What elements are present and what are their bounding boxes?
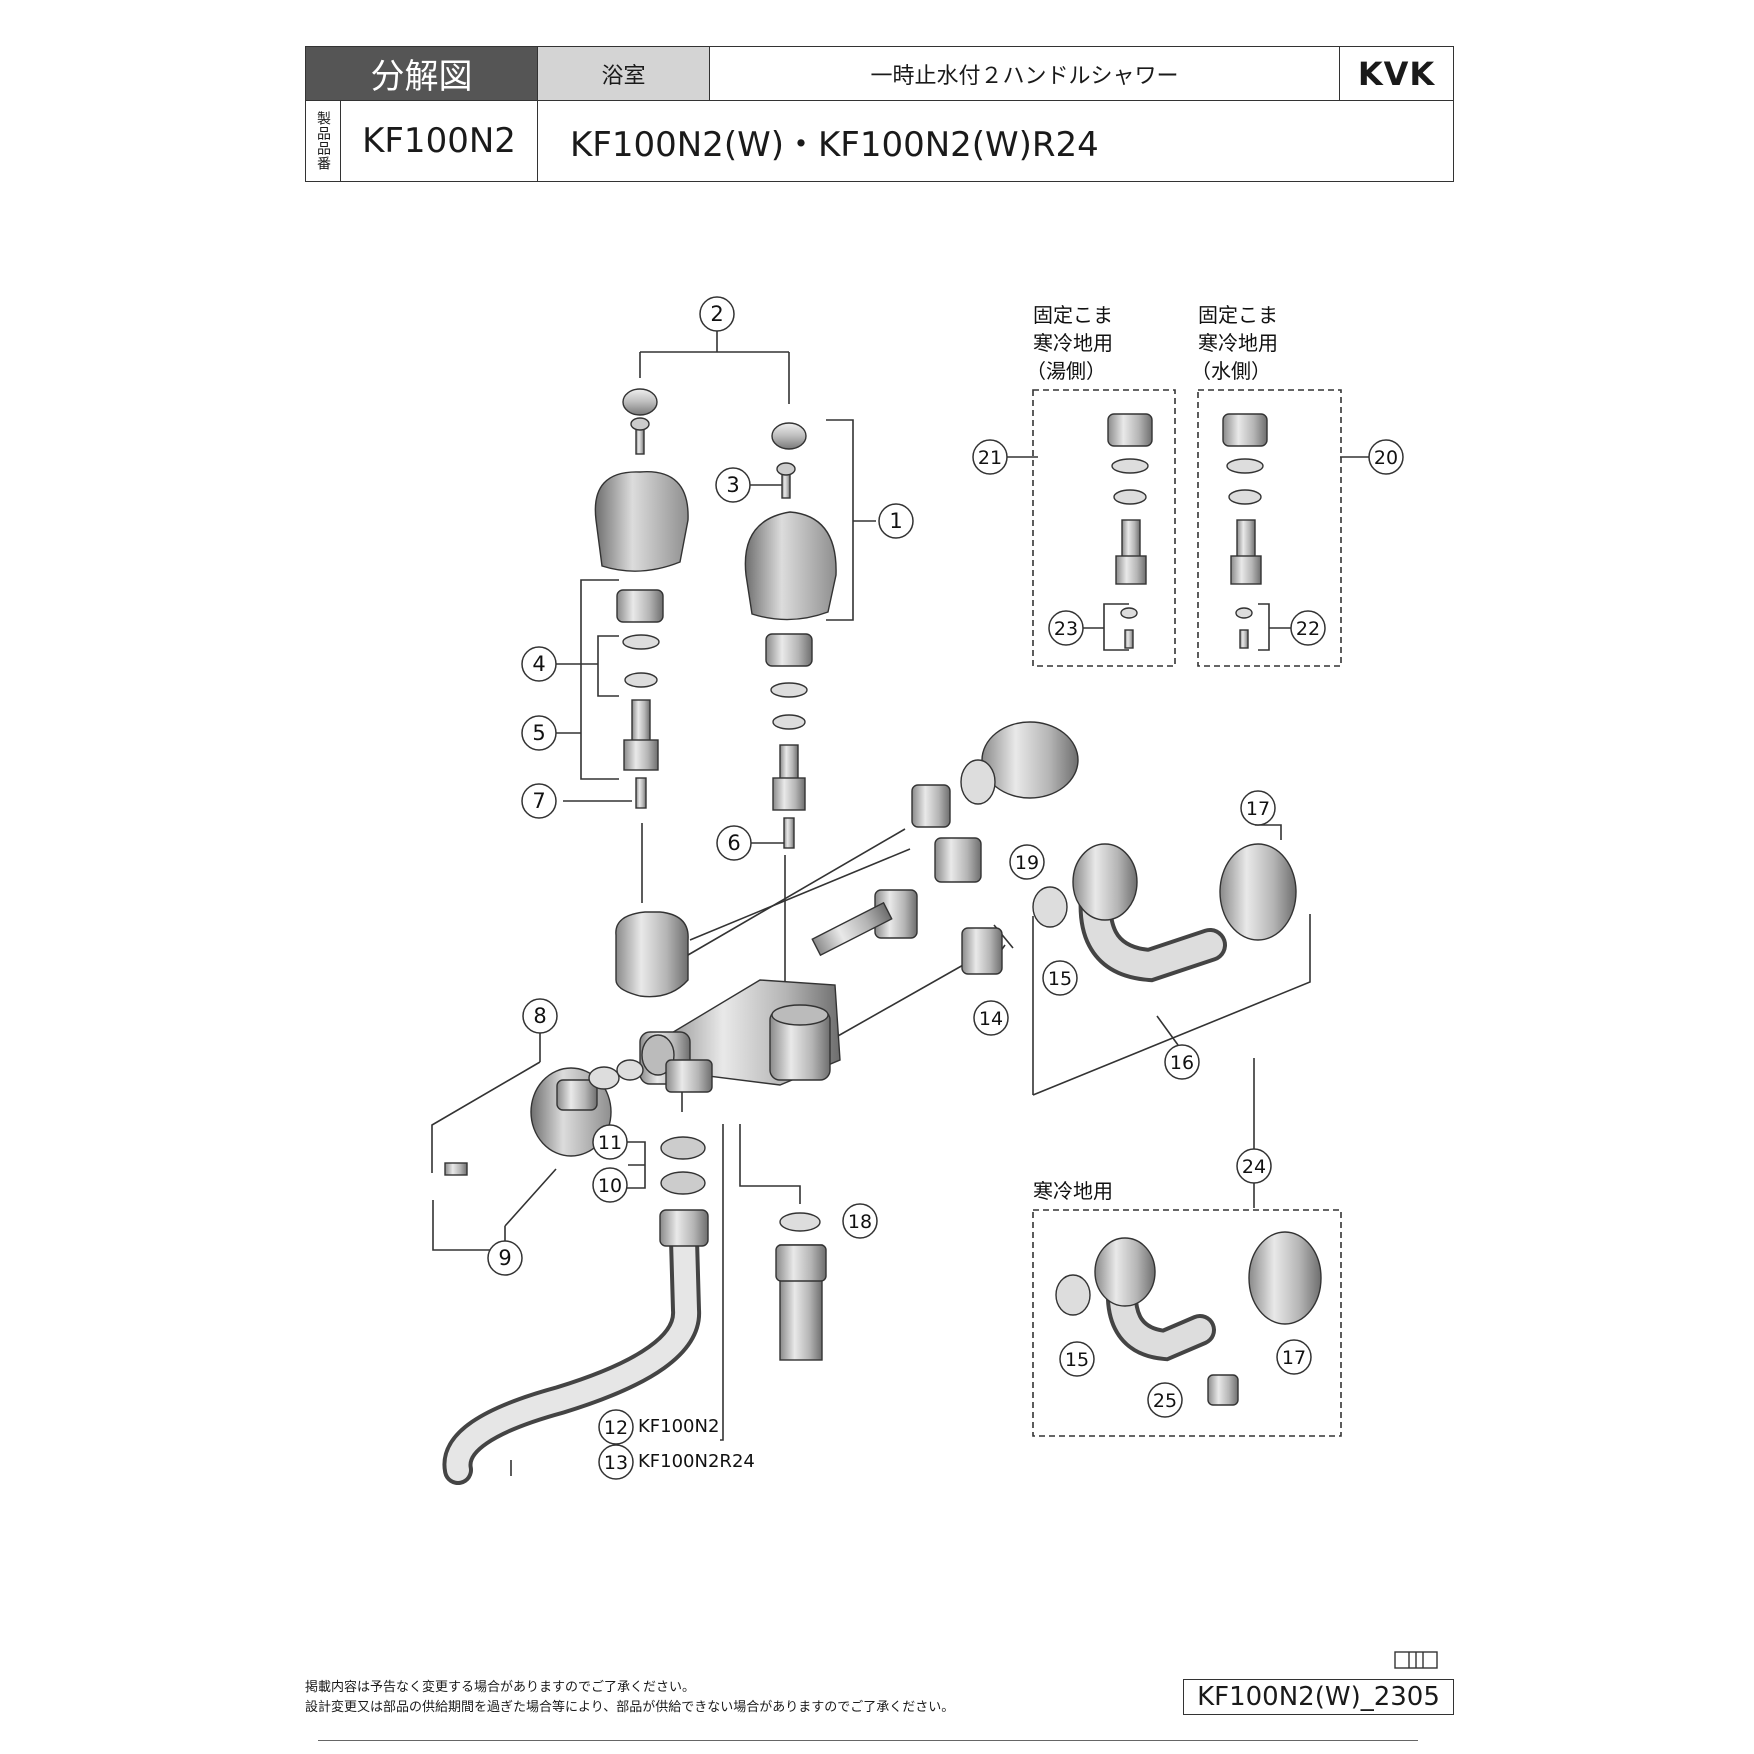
footer-note-2: 設計変更又は部品の供給期間を過ぎた場合等により、部品が供給できない場合があります…	[305, 1700, 955, 1715]
doc-title: 分解図	[306, 47, 538, 101]
callout-circle	[487, 1240, 523, 1276]
callout-circle	[842, 1203, 878, 1239]
document-code: KF100N2(W)_2305	[1183, 1679, 1454, 1715]
callout-circle	[878, 503, 914, 539]
callout-circle	[521, 715, 557, 751]
callout-number: 14	[979, 1008, 1003, 1030]
callout-circle	[522, 998, 558, 1034]
model-list: KF100N2(W)・KF100N2(W)R24	[570, 124, 1099, 165]
callout-circle	[972, 439, 1008, 475]
callout-number: 23	[1054, 618, 1078, 640]
header-table: 分解図 浴室 一時止水付２ハンドルシャワー KVK 製品品番 KF100N2 K…	[305, 46, 1454, 182]
callout-number: 16	[1170, 1052, 1194, 1074]
callout-number: 8	[533, 1004, 546, 1028]
callout-number: 20	[1374, 447, 1398, 469]
callout-number: 10	[598, 1175, 622, 1197]
box-hot-label-1: 固定こま	[1033, 303, 1113, 327]
callout-number: 25	[1153, 1390, 1177, 1412]
box-cold-label-1: 固定こま	[1198, 303, 1278, 327]
callout-circle	[521, 646, 557, 682]
callout-number: 17	[1246, 798, 1270, 820]
callout-number: 7	[532, 789, 545, 813]
footer-note-1: 掲載内容は予告なく変更する場合がありますのでご了承ください。	[305, 1680, 696, 1695]
callout-number: 4	[532, 652, 545, 676]
callout-number: 3	[726, 473, 739, 497]
callout-circle	[1048, 610, 1084, 646]
callout-number: 12	[604, 1417, 628, 1439]
callout-circle	[598, 1444, 634, 1480]
box-hot-label-3: （湯側）	[1026, 359, 1106, 383]
brand-logo: KVK	[1340, 47, 1453, 101]
callout-circle	[592, 1167, 628, 1203]
variant-label-13: KF100N2R24	[638, 1451, 755, 1472]
callout-circle	[715, 467, 751, 503]
box-hot-label-2: 寒冷地用	[1033, 331, 1113, 355]
callout-number: 22	[1296, 618, 1320, 640]
box-region-label: 寒冷地用	[1033, 1179, 1113, 1203]
callout-number: 19	[1015, 852, 1039, 874]
callout-circle	[716, 825, 752, 861]
box-cold-label-3: （水側）	[1191, 359, 1271, 383]
callout-circle	[1236, 1148, 1272, 1184]
box-cold-label-2: 寒冷地用	[1198, 331, 1278, 355]
callout-circle	[1164, 1044, 1200, 1080]
callout-number: 11	[598, 1132, 622, 1154]
variant-label-12: KF100N2	[638, 1416, 719, 1437]
room-label: 浴室	[538, 47, 710, 101]
callout-circle	[1009, 844, 1045, 880]
product-number: KF100N2	[341, 101, 538, 181]
callout-circle	[1059, 1341, 1095, 1377]
callout-circle	[1147, 1382, 1183, 1418]
callout-number: 9	[498, 1246, 511, 1270]
bottom-rule	[318, 1740, 1418, 1741]
callout-circle	[973, 1000, 1009, 1036]
callout-circle	[1368, 439, 1404, 475]
callout-number: 5	[532, 721, 545, 745]
callout-number: 13	[604, 1452, 628, 1474]
callout-number: 15	[1048, 968, 1072, 990]
callout-number: 1	[889, 509, 902, 533]
callout-number: 21	[978, 447, 1002, 469]
callout-circle	[521, 783, 557, 819]
callout-number: 15	[1065, 1349, 1089, 1371]
callout-circle	[1276, 1339, 1312, 1375]
callout-circle	[699, 296, 735, 332]
callout-circle	[1042, 960, 1078, 996]
product-name: 一時止水付２ハンドルシャワー	[710, 47, 1340, 101]
book-icon	[1394, 1651, 1438, 1669]
callout-number: 6	[727, 831, 740, 855]
callout-circle	[1290, 610, 1326, 646]
callout-number: 18	[848, 1211, 872, 1233]
footer-notes: 掲載内容は予告なく変更する場合がありますのでご了承ください。 設計変更又は部品の…	[305, 1678, 954, 1718]
callout-circle	[592, 1124, 628, 1160]
callout-number: 2	[710, 302, 723, 326]
callout-circle	[598, 1409, 634, 1445]
callout-number: 24	[1242, 1156, 1266, 1178]
product-number-label: 製品品番	[306, 101, 341, 181]
callout-circle	[1240, 790, 1276, 826]
callout-number: 17	[1282, 1347, 1306, 1369]
